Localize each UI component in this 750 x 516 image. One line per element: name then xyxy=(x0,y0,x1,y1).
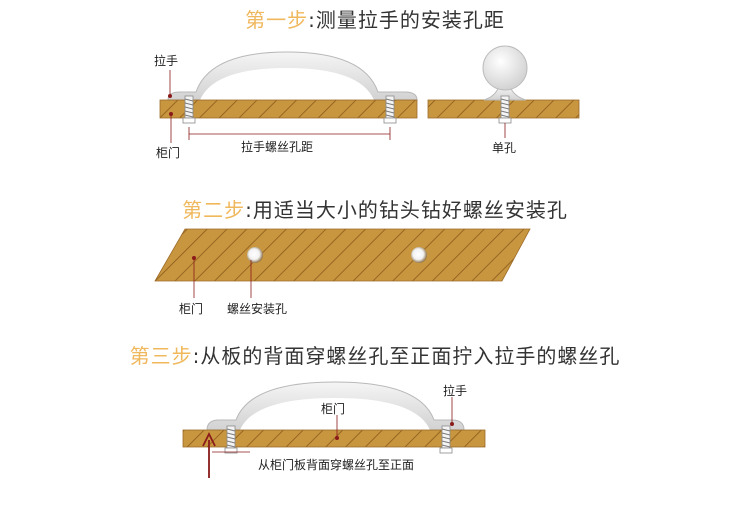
step-3-door-panel xyxy=(182,429,486,448)
step-1-door-label: 柜门 xyxy=(156,146,181,160)
step-2-text: 用适当大小的钻头钻好螺丝安装孔 xyxy=(252,198,568,222)
drill-board-panel xyxy=(154,228,531,282)
step-3-door-label: 柜门 xyxy=(321,402,346,416)
step-1-single-hole-label: 单孔 xyxy=(492,141,517,155)
step-1-handle-figure xyxy=(159,51,418,143)
step-1-number: 第一步 xyxy=(245,8,309,32)
step-1-separator: : xyxy=(308,8,316,32)
screw-hole-right xyxy=(411,247,427,263)
step-3-separator: : xyxy=(192,344,201,368)
step-3-title: 第三步:从板的背面穿螺丝孔至正面拧入拉手的螺丝孔 xyxy=(0,340,750,369)
bar-handle-gap xyxy=(200,68,374,100)
step-1-hole-distance-label: 拉手螺丝孔距 xyxy=(241,140,314,154)
step-1-knob-figure xyxy=(427,45,580,138)
screw-hole-left xyxy=(247,247,263,263)
step-2-number: 第二步 xyxy=(182,198,246,222)
step-3-assembly-figure xyxy=(182,381,486,478)
step-1-text: 测量拉手的安装孔距 xyxy=(315,8,505,32)
step-3-instruction-label: 从柜门板背面穿螺丝孔至正面 xyxy=(258,458,415,472)
step-2-title: 第二步:用适当大小的钻头钻好螺丝安装孔 xyxy=(0,194,750,223)
knob-screw xyxy=(498,95,512,124)
step-2-board-figure xyxy=(154,228,531,298)
knob-shape xyxy=(482,45,528,91)
step-3-text: 从板的背面穿螺丝孔至正面拧入拉手的螺丝孔 xyxy=(200,344,621,368)
step-2-door-label: 柜门 xyxy=(179,302,204,316)
right-screw xyxy=(383,95,397,124)
cabinet-door-panel xyxy=(159,99,418,119)
step-2-screw-hole-label: 螺丝安装孔 xyxy=(227,302,288,316)
step-1-handle-label: 拉手 xyxy=(154,54,179,68)
step-3-handle-label: 拉手 xyxy=(443,384,468,398)
left-screw xyxy=(182,95,196,124)
step-1-title: 第一步:测量拉手的安装孔距 xyxy=(0,4,750,33)
step-3-number: 第三步 xyxy=(129,344,193,368)
step-3-left-screw xyxy=(224,425,238,454)
step-3-right-screw xyxy=(439,425,453,454)
step-2-separator: : xyxy=(245,198,253,222)
